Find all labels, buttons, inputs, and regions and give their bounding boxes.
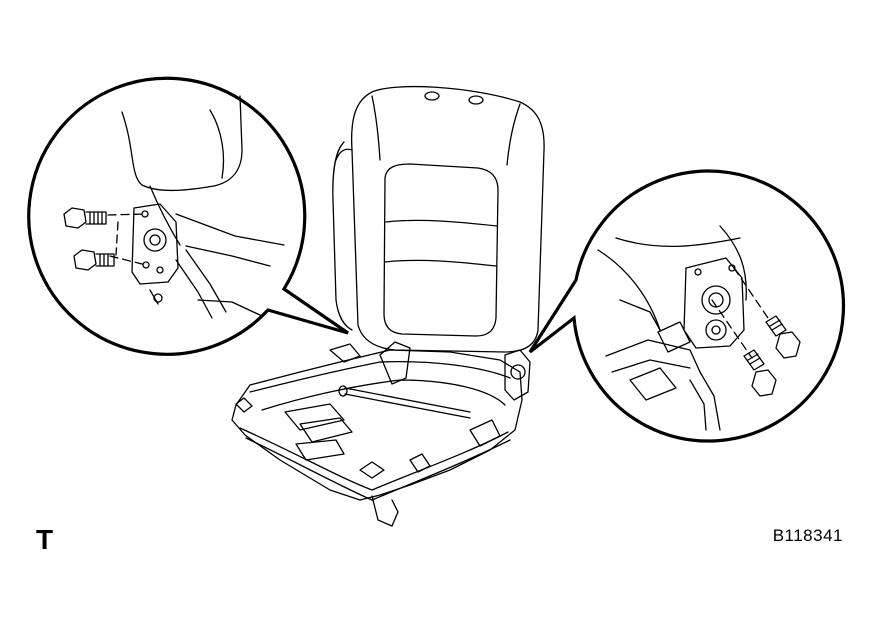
figure-id: B118341 [772, 526, 843, 545]
bolt-icon [743, 349, 777, 397]
bolt-icon [73, 249, 115, 271]
left-detail-callout [27, 76, 349, 356]
bolt-icon [63, 207, 107, 229]
bolt-icon [765, 315, 801, 359]
corner-label: T [36, 524, 54, 555]
seat-assembly [231, 85, 545, 527]
right-detail-callout [528, 169, 846, 443]
